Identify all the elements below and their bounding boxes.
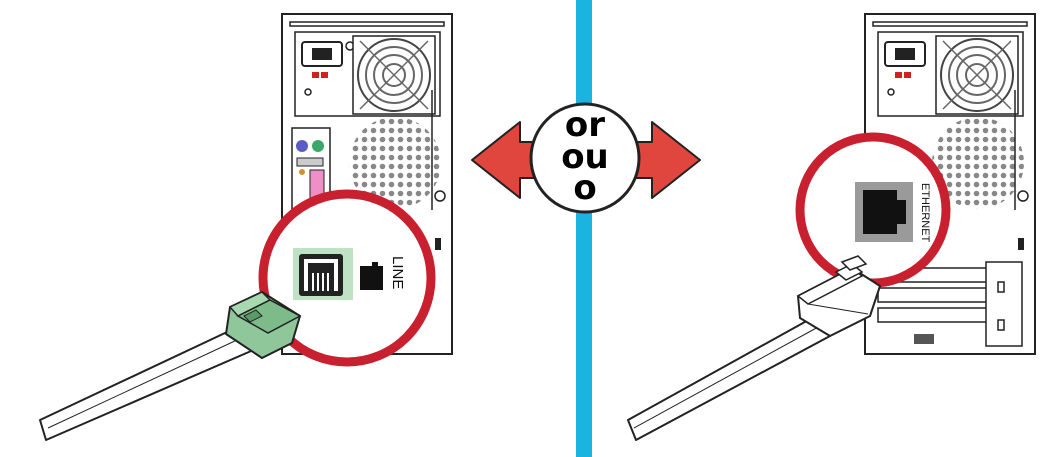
vent-holes-right [932,117,1024,209]
phone-port [293,248,353,300]
or-badge: or ou o [471,102,701,214]
right-panel: ETHERNET [627,13,1036,441]
left-panel: LINE [39,13,453,441]
or-text-french: o [573,168,596,208]
phone-port-secondary [360,262,383,290]
phone-plug [225,291,302,359]
phone-cable [39,324,259,441]
center-divider [576,0,592,457]
fan-grill [352,35,436,115]
port-label-line: LINE [389,256,406,289]
ethernet-port [855,182,913,242]
voltage-switch [312,72,319,78]
vent-holes [349,117,441,209]
or-text-english: or [565,105,605,145]
or-circle [529,102,641,214]
or-text-spanish: ou [561,137,609,177]
ethernet-cable [627,317,831,441]
fan-grill-right [935,35,1019,115]
ethernet-plug [796,255,881,337]
port-label-ethernet: ETHERNET [919,183,931,243]
voltage-switch-right [895,72,902,78]
expansion-slots [877,261,1023,347]
